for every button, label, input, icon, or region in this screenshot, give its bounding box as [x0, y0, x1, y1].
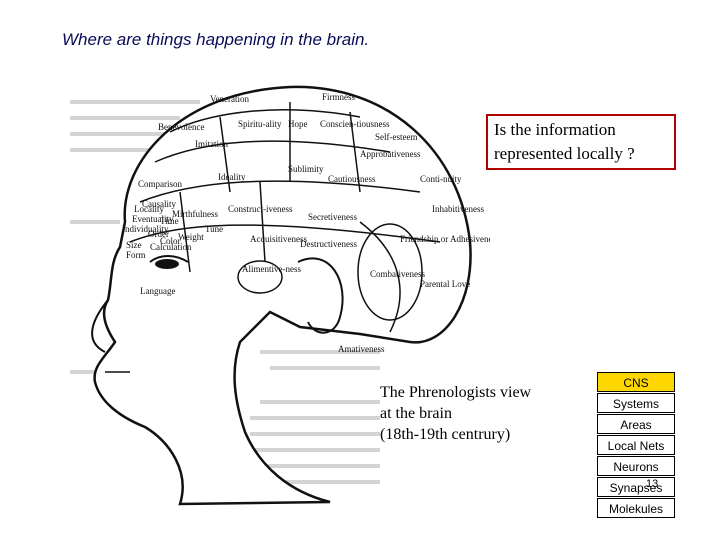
region-constructiveness: Construct-iveness [228, 204, 293, 214]
level-local-nets: Local Nets [597, 435, 675, 455]
caption-line: (18th-19th centrury) [380, 426, 511, 443]
region-form: Form [126, 250, 146, 260]
region-friendship: Friendship or Adhesiveness [400, 234, 490, 244]
region-destructiveness: Destructiveness [300, 239, 357, 249]
level-synapses: Synapses [597, 477, 675, 497]
region-weight: Weight [178, 232, 204, 242]
region-sublimity: Sublimity [288, 164, 324, 174]
region-time: Time [160, 216, 179, 226]
caption-line: at the brain [380, 405, 452, 422]
region-combativeness: Combativeness [370, 269, 425, 279]
level-systems: Systems [597, 393, 675, 413]
region-continuity: Conti-nuity [420, 174, 462, 184]
question-callout: Is the information represented locally ? [486, 114, 676, 170]
region-calculation: Calculation [150, 242, 192, 252]
region-individuality: Individuality [122, 224, 169, 234]
region-acquisitiveness: Acquisitiveness [250, 234, 307, 244]
level-molekules: Molekules [597, 498, 675, 518]
region-causality: Causality [142, 199, 176, 209]
region-comparison: Comparison [138, 179, 182, 189]
region-order: Order [148, 229, 169, 239]
region-amativeness: Amativeness [338, 344, 385, 354]
region-locality: Locality [134, 204, 164, 214]
region-veneration: Veneration [210, 94, 249, 104]
region-parental-love: Parental Love [420, 279, 470, 289]
region-language: Language [140, 286, 175, 296]
region-imitation: Imitation [195, 139, 228, 149]
region-alimentiveness: Alimentive-ness [242, 264, 301, 274]
region-benevolence: Benevolence [158, 122, 204, 132]
region-conscientiousness: Conscien-tiousness [320, 119, 390, 129]
region-hope: Hope [288, 119, 308, 129]
phrenology-head-figure: Veneration Firmness Benevolence Spiritu-… [70, 85, 490, 506]
level-neurons: Neurons [597, 456, 675, 476]
region-color: Color [160, 236, 181, 246]
region-self-esteem: Self-esteem [375, 132, 417, 142]
region-mirthfulness: Mirthfulness [172, 209, 218, 219]
region-inhabitiveness: Inhabitiveness [432, 204, 484, 214]
page-number: 13 [646, 478, 659, 490]
region-cautiousness: Cautiousness [328, 174, 376, 184]
caption-line: The Phrenologists view [380, 384, 532, 401]
level-cns: CNS [597, 372, 675, 392]
region-firmness: Firmness [322, 92, 356, 102]
region-size: Size [126, 240, 142, 250]
organization-levels-list: CNS Systems Areas Local Nets Neurons Syn… [597, 372, 675, 519]
region-spirituality: Spiritu-ality [238, 119, 282, 129]
region-tune: Tune [205, 224, 223, 234]
region-ideality: Ideality [218, 172, 246, 182]
phrenologists-caption: The Phrenologists view at the brain (18t… [380, 382, 580, 445]
region-secretiveness: Secretiveness [308, 212, 357, 222]
region-approbativeness: Approbativeness [360, 149, 421, 159]
level-areas: Areas [597, 414, 675, 434]
region-eventuality: Eventuality [132, 214, 174, 224]
slide-title: Where are things happening in the brain. [62, 30, 370, 49]
